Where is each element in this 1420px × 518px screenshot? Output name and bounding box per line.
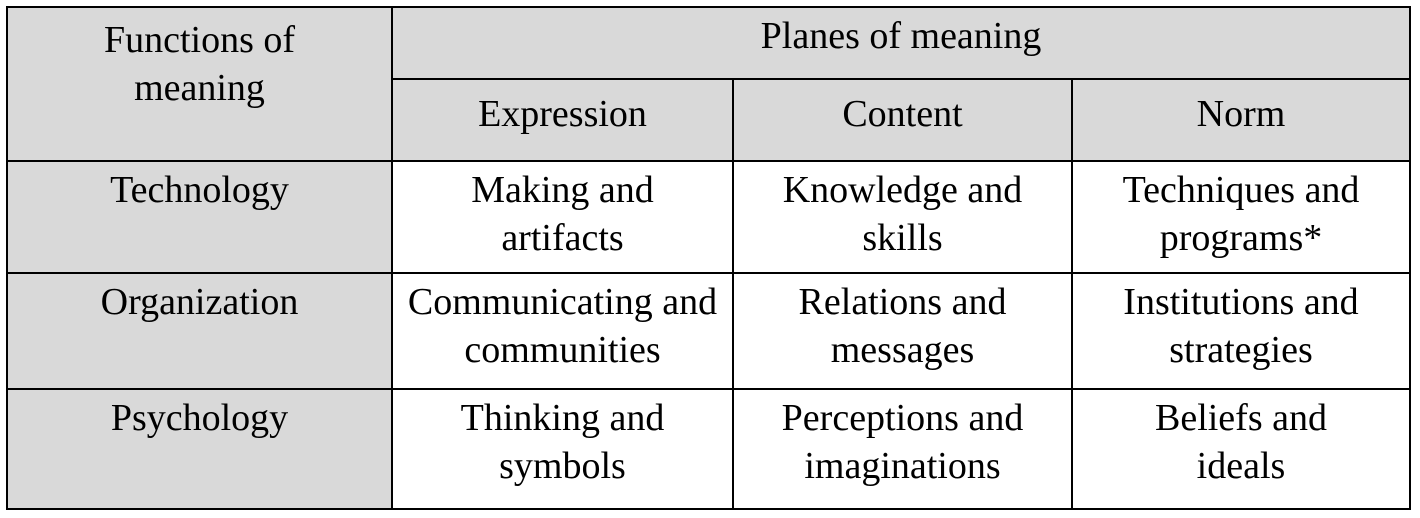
meaning-table: Functions of meaning Planes of meaning E… <box>6 6 1411 510</box>
table-cell: Beliefs and ideals <box>1071 388 1411 510</box>
table-cell: Perceptions and imaginations <box>732 388 1073 510</box>
table-cell: Making and artifacts <box>391 160 734 274</box>
column-header-expression: Expression <box>391 78 734 162</box>
table-cell: Communicating and communities <box>391 272 734 390</box>
table-row: Psychology Thinking and symbols Percepti… <box>6 388 1411 510</box>
table-cell: Knowledge and skills <box>732 160 1073 274</box>
row-header: Technology <box>6 160 393 274</box>
functions-header-text: Functions of meaning <box>103 19 296 109</box>
table-cell: Thinking and symbols <box>391 388 734 510</box>
planes-header: Planes of meaning <box>391 6 1411 80</box>
table-cell: Institutions and strategies <box>1071 272 1411 390</box>
table-cell: Relations and messages <box>732 272 1073 390</box>
table-cell: Techniques and programs* <box>1071 160 1411 274</box>
table-row: Organization Communicating and communiti… <box>6 272 1411 390</box>
column-header-norm: Norm <box>1071 78 1411 162</box>
row-header: Psychology <box>6 388 393 510</box>
table-row: Technology Making and artifacts Knowledg… <box>6 160 1411 274</box>
functions-header: Functions of meaning <box>6 6 393 162</box>
row-header: Organization <box>6 272 393 390</box>
column-header-content: Content <box>732 78 1073 162</box>
